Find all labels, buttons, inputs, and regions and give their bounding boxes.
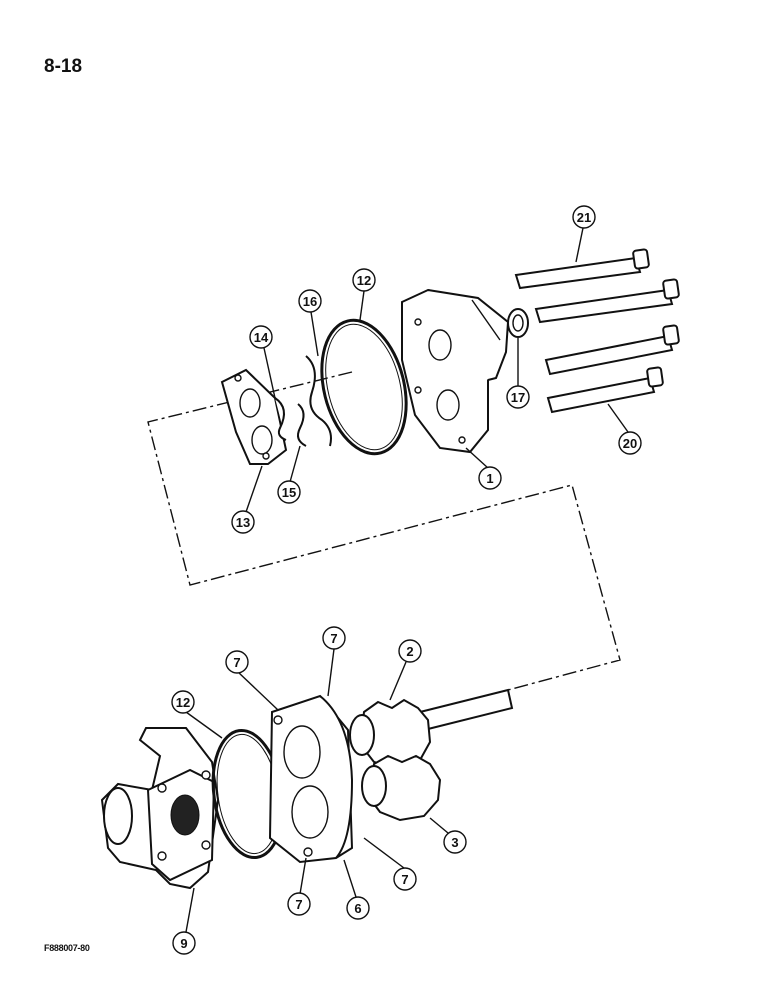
nut-17 [507, 308, 529, 338]
callout-12-lower: 12 [171, 690, 195, 714]
svg-text:13: 13 [236, 515, 250, 530]
callout-17: 17 [506, 385, 530, 409]
svg-text:2: 2 [406, 644, 413, 659]
callout-20: 20 [618, 431, 642, 455]
callout-3: 3 [443, 830, 467, 854]
end-plate-13 [220, 368, 288, 465]
front-housing-9 [100, 727, 220, 890]
svg-text:1: 1 [486, 471, 493, 486]
callout-6: 6 [346, 896, 370, 920]
svg-text:20: 20 [623, 436, 637, 451]
svg-text:12: 12 [176, 695, 190, 710]
driven-gear-3 [361, 754, 442, 822]
callout-12-upper: 12 [352, 268, 376, 292]
callout-15: 15 [277, 480, 301, 504]
callout-13: 13 [231, 510, 255, 534]
svg-text:7: 7 [233, 655, 240, 670]
svg-text:6: 6 [354, 901, 361, 916]
callout-7-top: 7 [322, 626, 346, 650]
callout-7-right: 7 [393, 867, 417, 891]
callout-9: 9 [172, 931, 196, 955]
o-ring-12-upper [320, 318, 408, 456]
svg-text:7: 7 [330, 631, 337, 646]
callout-7-left: 7 [225, 650, 249, 674]
svg-text:12: 12 [357, 273, 371, 288]
assembly-centerline [147, 371, 621, 691]
callout-14: 14 [249, 325, 273, 349]
seal-15 [297, 403, 307, 447]
callout-2: 2 [398, 639, 422, 663]
rear-housing-1 [401, 288, 510, 454]
callout-21: 21 [572, 205, 596, 229]
svg-text:21: 21 [577, 210, 591, 225]
callout-7-bottom: 7 [287, 892, 311, 916]
gear-body-6 [268, 694, 354, 864]
svg-text:17: 17 [511, 390, 525, 405]
page-number: 8-18 [44, 56, 83, 77]
seal-16 [305, 355, 332, 447]
svg-text:9: 9 [180, 936, 187, 951]
svg-text:7: 7 [401, 872, 408, 887]
callout-16: 16 [298, 289, 322, 313]
svg-text:15: 15 [282, 485, 296, 500]
svg-text:16: 16 [303, 294, 317, 309]
svg-text:3: 3 [451, 835, 458, 850]
figure-code: F888007-80 [44, 943, 90, 953]
svg-text:14: 14 [254, 330, 269, 345]
bolts-21-20 [514, 248, 680, 414]
seal-14 [274, 397, 287, 441]
svg-text:7: 7 [295, 897, 302, 912]
callout-1: 1 [478, 466, 502, 490]
drive-gear-shaft-2 [349, 688, 514, 770]
